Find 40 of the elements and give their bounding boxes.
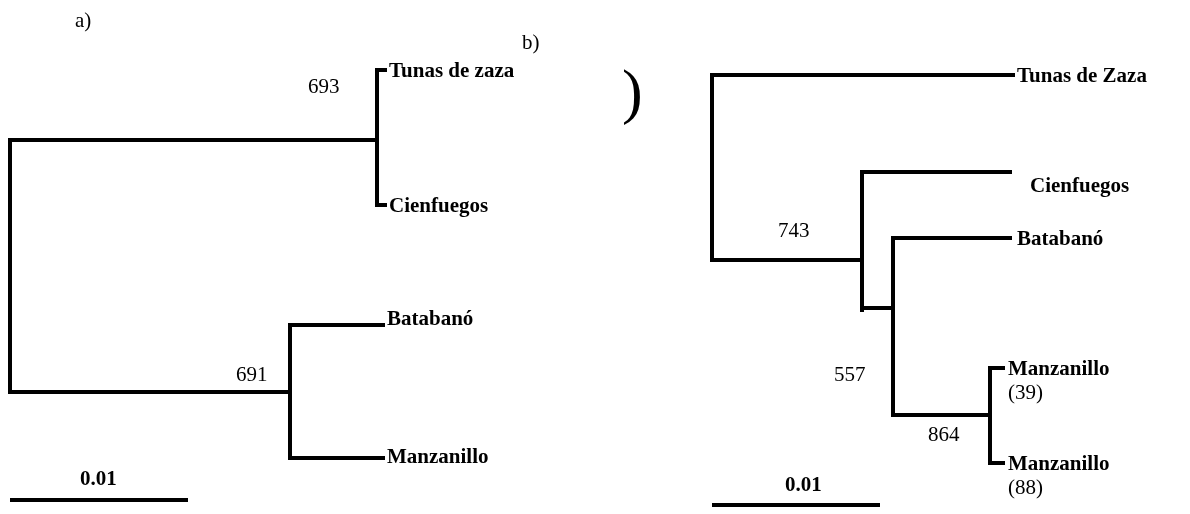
taxon-label: Tunas de zaza (389, 58, 515, 82)
tree-branch (714, 258, 860, 262)
tree-branch (864, 306, 891, 310)
scale-value: 0.01 (785, 472, 822, 497)
bootstrap-node (236, 323, 292, 460)
taxon-label: Manzanillo (88) (1008, 451, 1110, 499)
tree-branch (379, 203, 387, 207)
bootstrap-value: 557 (834, 362, 866, 386)
bootstrap-node (308, 68, 379, 207)
taxon-label: Batabanó (387, 306, 474, 330)
taxon-label: Manzanillo (39) (1008, 356, 1110, 404)
tree-branch (714, 73, 1015, 77)
bootstrap-value: 743 (778, 218, 810, 242)
tree-branch (992, 461, 1005, 465)
bootstrap-node (834, 236, 895, 417)
panel-label: b) (522, 30, 540, 55)
scale-value: 0.01 (80, 466, 117, 491)
bootstrap-value: 693 (308, 74, 340, 98)
bootstrap-node (778, 170, 864, 312)
tree-branch (292, 456, 385, 460)
tree-branch (895, 413, 988, 417)
root-branch (710, 73, 714, 262)
bootstrap-value: 864 (928, 422, 960, 446)
taxon-label: Cienfuegos (389, 193, 489, 217)
tree-branch (12, 390, 288, 394)
bootstrap-value: 691 (236, 362, 268, 386)
taxon-label: Batabanó (1017, 226, 1104, 250)
tree-branch (992, 366, 1005, 370)
tree-branch (12, 138, 375, 142)
parenthesis-mark: ) (622, 58, 643, 124)
tree-branch (895, 236, 1012, 240)
taxon-label: Cienfuegos (1030, 173, 1130, 197)
bootstrap-node (928, 366, 992, 465)
root-branch (8, 138, 12, 394)
tree-branch (379, 68, 387, 72)
taxon-label: Manzanillo (387, 444, 489, 468)
taxon-label: Tunas de Zaza (1017, 63, 1147, 87)
panel-label: a) (75, 8, 92, 33)
tree-branch (292, 323, 385, 327)
tree-branch (864, 170, 1012, 174)
